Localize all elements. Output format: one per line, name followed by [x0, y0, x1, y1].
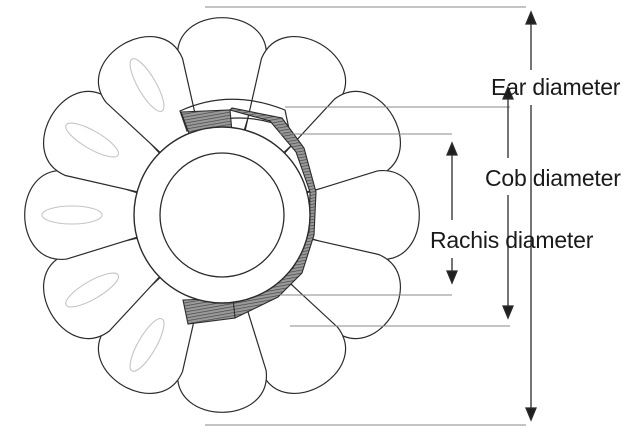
- rachis-diameter-label: Rachis diameter: [430, 227, 593, 254]
- rachis-diameter-arrow: [447, 143, 457, 283]
- pith-outline: [160, 153, 284, 277]
- cob-diameter-label: Cob diameter: [485, 165, 621, 192]
- cob-diameter-arrow: [503, 87, 513, 318]
- ear-diameter-label: Ear diameter: [491, 74, 620, 101]
